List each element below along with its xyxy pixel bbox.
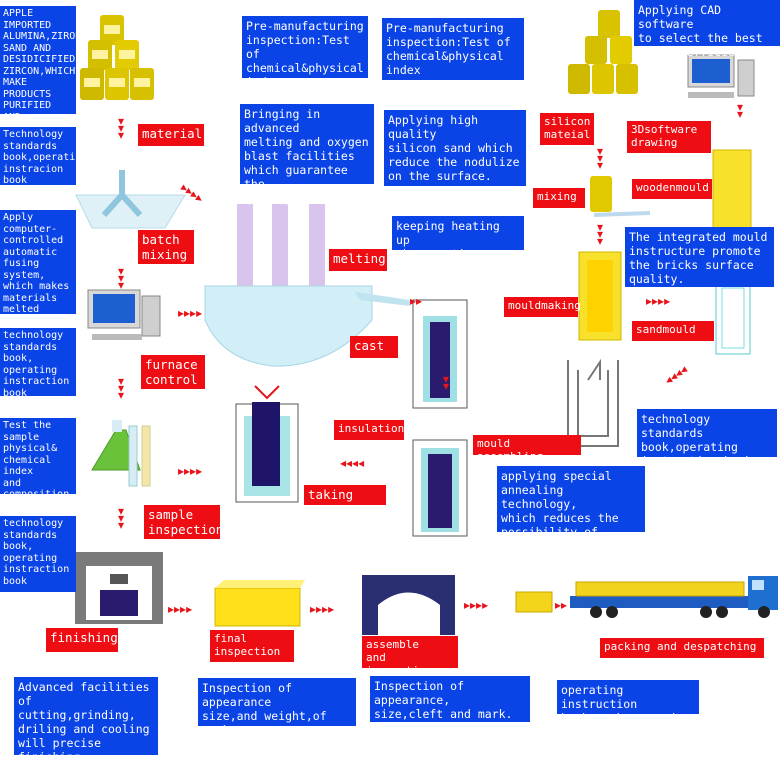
step-assemble-inspection: assemble and inspection: [362, 636, 458, 677]
wooden-mould-icon: [712, 149, 752, 235]
arrow-down-icon: ▾▾▾: [118, 114, 125, 142]
annealing-note: applying special annealing technology, w…: [497, 466, 645, 553]
taking-out-icon: [235, 385, 299, 503]
advanced-facilities-note: Advanced facilities of cutting,grinding,…: [14, 677, 158, 778]
sample-flasks-icon: [91, 420, 151, 487]
arrow-left-icon: ◂◂◂◂: [340, 456, 365, 470]
computer-icon: [87, 289, 161, 340]
arrow-right-icon: ▸▸▸▸: [178, 306, 203, 320]
arrow-down-icon: ▾▾: [737, 100, 744, 121]
arrow-right-icon: ▸▸▸▸: [646, 294, 671, 308]
pre-mfg-note-2: Pre-manufacturing inspection:Test of che…: [382, 18, 524, 80]
finishing-machine-icon: [75, 552, 163, 624]
step-sand-mould: sandmould: [632, 321, 714, 341]
advanced-melting-note: Bringing in advanced melting and oxygen …: [240, 104, 374, 205]
arrow-down-icon: ▾▾▾: [118, 374, 125, 402]
tech-standards-note-1: Technology standards book,operating inst…: [0, 127, 87, 186]
arrow-down-icon: ▾▾▾: [118, 264, 125, 292]
step-3d-drawing: 3Dsoftware drawing: [627, 121, 711, 153]
cad-computer-icon: [687, 54, 755, 98]
arrow-right-icon: ▸▸▸▸: [310, 602, 335, 616]
cad-software-note: Applying CAD software to select the best…: [634, 0, 780, 59]
arrow-right-icon: ▸▸▸▸: [178, 464, 203, 478]
pre-mfg-note-1: Pre-manufacturing inspection:Test of che…: [242, 16, 368, 89]
step-finishing: finishing: [46, 628, 118, 652]
step-material: material: [138, 124, 204, 146]
arrow-right-icon: ▸▸: [410, 294, 423, 308]
arch-icon: [362, 575, 455, 635]
step-batch-mixing: batch mixing: [138, 230, 194, 264]
step-furnace-control: furnace control: [141, 355, 205, 389]
test-sample-note: Test the sample physical& chemical index…: [0, 418, 76, 512]
insulation-mould-icon: [412, 439, 468, 537]
arrow-right-icon: ▸▸▸▸: [168, 602, 193, 616]
arrow-down-icon: ▾▾▾: [597, 144, 604, 172]
mixing-can-icon: [590, 176, 651, 217]
inspection-size-weight-note: Inspection of appearance size,and weight…: [198, 678, 356, 751]
step-melting: melting: [329, 249, 387, 271]
step-final-inspection: final inspection: [210, 630, 294, 662]
truck-icon: [570, 576, 778, 618]
sand-mould-icon: [715, 281, 751, 355]
arrow-down-icon: ▾▾▾: [118, 504, 125, 532]
tech-standards-note-3: technology standards book, operating ins…: [0, 516, 76, 592]
computer-fusing-note: Apply computer- controlled automatic fus…: [0, 210, 76, 338]
step-mixing: mixing: [533, 188, 585, 208]
tech-standards-note-2: technology standards book, operating ins…: [0, 328, 76, 399]
operating-instruction-note: operating instruction book,package mark: [557, 680, 699, 725]
keeping-heating-note: keeping heating up when casting: [392, 216, 524, 261]
silicon-cans-icon: [568, 10, 638, 94]
step-sample-inspection: sample inspection: [144, 505, 223, 539]
imported-materials-note: APPLE IMPORTED ALUMINA,ZIRON SAND AND DE…: [0, 6, 81, 157]
arrow-right-icon: ▸▸: [555, 598, 568, 612]
final-inspection-brick-icon: [214, 580, 305, 627]
pallet-icon: [515, 591, 553, 613]
step-cast: cast: [350, 336, 398, 358]
step-insulation: insulation: [334, 420, 404, 440]
arrow-right-icon: ▸▸▸▸: [464, 598, 489, 612]
step-packing: packing and despatching: [600, 638, 764, 658]
batch-mixing-icon: [75, 170, 186, 229]
tech-standards-right-note: technology standards book,operating inst…: [637, 409, 777, 468]
step-wooden-mould: woodenmould: [632, 179, 712, 199]
integrated-mould-note: The integrated mould instructure promote…: [625, 227, 774, 287]
material-cans-icon: [80, 15, 154, 100]
silicon-sand-note: Applying high quality silicon sand which…: [384, 110, 526, 186]
mould-making-icon: [578, 251, 622, 341]
inspection-size-cleft-note: Inspection of appearance, size,cleft and…: [370, 676, 530, 722]
cast-mould-icon: [412, 299, 468, 409]
step-silicon-material: silicon mateial: [540, 113, 594, 145]
step-mould-making: mouldmaking: [504, 297, 581, 317]
assembly-frame-icon: [567, 358, 619, 447]
step-mould-assembling: mould assembling: [473, 435, 581, 463]
step-taking-out: taking out: [304, 485, 386, 517]
melting-furnace-icon: [204, 204, 410, 367]
arrow-down-icon: ▾▾: [443, 372, 450, 393]
arrow-down-icon: ▾▾▾: [597, 220, 604, 248]
